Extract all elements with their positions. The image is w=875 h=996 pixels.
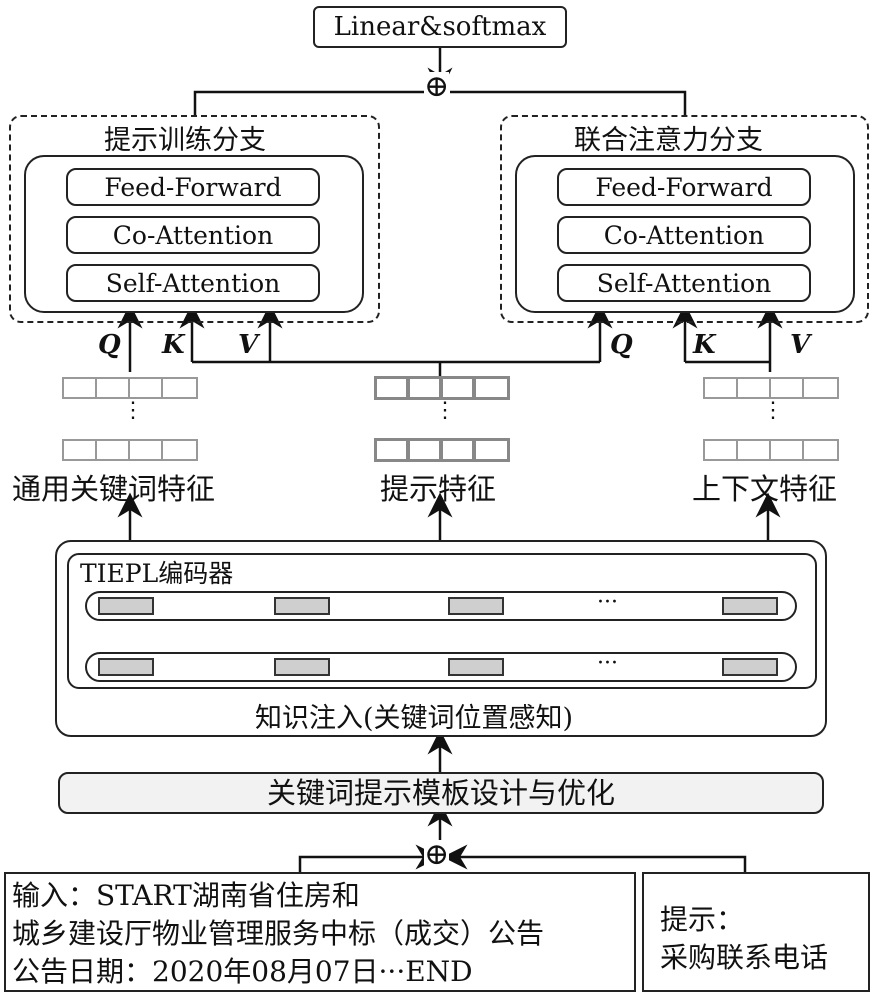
encoder-row-top-ellipsis: ··· xyxy=(597,590,618,615)
prompt-training-branch-title: 提示训练分支 xyxy=(100,118,270,157)
token-cell xyxy=(722,658,778,676)
joint-attention-branch xyxy=(500,115,869,323)
token-cell xyxy=(98,597,154,615)
input-text-box xyxy=(4,872,636,992)
left-feed-forward-layer: Feed-Forward xyxy=(66,168,320,206)
keyword-template-box: 关键词提示模板设计与优化 xyxy=(58,772,824,814)
token-cell xyxy=(274,597,330,615)
tiepl-encoder-title: TIEPL编码器 xyxy=(80,559,234,588)
right-self-attention-layer: Self-Attention xyxy=(557,264,811,302)
token-cell xyxy=(98,658,154,676)
merge-plus-icon-top: ⊕ xyxy=(424,69,450,104)
token-cell xyxy=(274,658,330,676)
right-co-attention-layer: Co-Attention xyxy=(557,216,811,254)
prompt-feature-label: 提示特征 xyxy=(380,472,497,506)
left-q-label: Q xyxy=(98,330,121,360)
left-v-label: V xyxy=(238,330,259,360)
general-feature-vector-bottom xyxy=(62,439,198,461)
left-co-attention-layer: Co-Attention xyxy=(66,216,320,254)
left-k-label: K xyxy=(162,330,185,360)
prompt-feature-ellipsis: ⋮ xyxy=(434,398,456,423)
input-line-1: 输入：START湖南省住房和 xyxy=(12,879,360,912)
context-feature-label: 上下文特征 xyxy=(692,472,838,506)
prompt-line-1: 提示： xyxy=(660,903,745,936)
right-q-label: Q xyxy=(610,330,633,360)
right-feed-forward-layer: Feed-Forward xyxy=(557,168,811,206)
knowledge-injection-label: 知识注入(关键词位置感知) xyxy=(255,703,574,734)
merge-plus-icon-bottom: ⊕ xyxy=(424,837,450,872)
context-feature-vector-bottom xyxy=(703,439,839,461)
linear-softmax-box: Linear&softmax xyxy=(313,6,567,48)
prompt-text-box xyxy=(642,872,870,992)
prompt-feature-vector-bottom xyxy=(374,438,510,462)
context-feature-ellipsis: ⋮ xyxy=(762,398,784,423)
encoder-row-bottom-ellipsis: ··· xyxy=(597,651,618,676)
prompt-line-2: 采购联系电话 xyxy=(660,941,829,974)
prompt-training-branch xyxy=(9,115,380,323)
prompt-feature-vector-top xyxy=(374,376,510,400)
general-keyword-feature-label: 通用关键词特征 xyxy=(12,472,216,506)
input-line-3: 公告日期：2020年08月07日···END xyxy=(12,955,473,988)
encoder-row-top xyxy=(85,591,797,621)
right-k-label: K xyxy=(693,330,716,360)
token-cell xyxy=(448,658,504,676)
general-feature-ellipsis: ⋮ xyxy=(122,398,144,423)
encoder-row-bottom xyxy=(85,652,797,682)
general-feature-vector-top xyxy=(62,377,198,399)
token-cell xyxy=(722,597,778,615)
token-cell xyxy=(448,597,504,615)
left-self-attention-layer: Self-Attention xyxy=(66,264,320,302)
input-line-2: 城乡建设厅物业管理服务中标（成交）公告 xyxy=(12,917,545,950)
joint-attention-branch-title: 联合注意力分支 xyxy=(570,118,767,157)
context-feature-vector-top xyxy=(703,377,839,399)
right-v-label: V xyxy=(790,330,811,360)
